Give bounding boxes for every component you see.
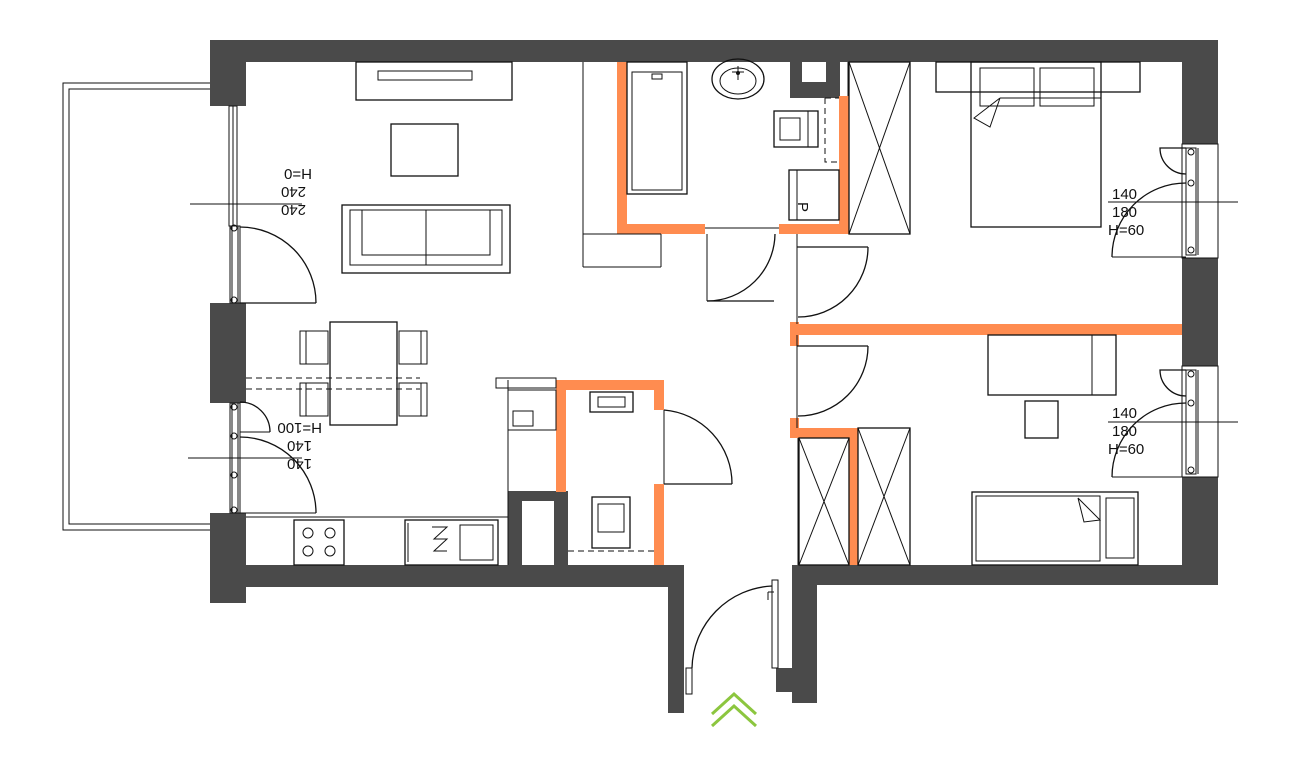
partition-closet-divider xyxy=(849,428,858,565)
partition-walls xyxy=(556,62,1182,565)
window-label-bedroom-1-sill: H=60 xyxy=(1108,222,1144,239)
window-label-dining-sill: H=100 xyxy=(277,419,322,436)
sofa xyxy=(341,204,511,274)
window-label-living-height: 240 xyxy=(281,183,306,200)
window-living-top xyxy=(228,105,238,227)
svg-text:P: P xyxy=(794,202,811,212)
window-label-dining-width: 140 xyxy=(287,455,312,472)
wall-bottom-left xyxy=(210,565,684,587)
wall-left-upper xyxy=(210,40,246,106)
partition-bath-bottom-a xyxy=(617,224,705,234)
window-label-bedroom-2-sill: H=60 xyxy=(1108,441,1144,458)
window-label-bedroom-2-height: 180 xyxy=(1112,423,1137,440)
wall-left-lower xyxy=(210,513,246,603)
single-bed xyxy=(971,491,1139,566)
wall-left-middle xyxy=(210,303,246,403)
wall-right-top xyxy=(1182,40,1218,144)
window-label-dining-height: 140 xyxy=(287,437,312,454)
partition-wc-left xyxy=(556,380,566,492)
window-label-living-width: 240 xyxy=(281,201,306,218)
window-label-bedroom-2: 140 180 H=60 xyxy=(1108,405,1144,458)
balcony-door-living xyxy=(190,203,317,304)
window-label-bedroom-1: 140 180 H=60 xyxy=(1108,186,1144,239)
partition-bath-left xyxy=(617,62,627,234)
partition-bedrooms-end xyxy=(790,322,799,346)
partition-bath-right xyxy=(839,96,849,234)
window-bedroom-2 xyxy=(1108,365,1238,478)
window-label-bedroom-2-width: 140 xyxy=(1112,405,1137,422)
wall-right-bottom xyxy=(1182,477,1218,585)
bedroom-2-door xyxy=(797,345,869,417)
wc-room xyxy=(568,391,733,552)
double-bed xyxy=(935,61,1141,228)
tv-cabinet xyxy=(355,61,513,101)
bathroom: P xyxy=(582,58,840,268)
wall-bottom-right xyxy=(792,565,1218,585)
dining-window-area xyxy=(188,401,317,514)
partition-wc-top xyxy=(556,380,664,390)
partition-closet-left-stub xyxy=(790,418,799,438)
kitchen-counter xyxy=(246,377,557,565)
window-bedroom-1 xyxy=(1108,143,1238,259)
coffee-table xyxy=(390,123,459,177)
kitchen-sink xyxy=(404,519,499,566)
window-label-bedroom-1-height: 180 xyxy=(1112,204,1137,221)
partition-closet-top xyxy=(790,428,858,438)
exterior-walls xyxy=(210,40,1218,713)
bedroom-1-door xyxy=(797,246,869,318)
window-label-living: 240 240 H=0 xyxy=(281,165,312,218)
wall-entry-left xyxy=(668,565,684,713)
desk xyxy=(987,334,1117,439)
window-label-bedroom-1-width: 140 xyxy=(1112,186,1137,203)
partition-bath-bottom-b xyxy=(779,224,849,234)
balcony xyxy=(62,82,213,531)
partition-wc-right-lower xyxy=(654,484,664,565)
window-label-dining: 140 140 H=100 xyxy=(277,419,322,472)
entrance-door xyxy=(685,579,779,695)
wall-top xyxy=(210,40,1218,62)
wall-right-middle xyxy=(1182,258,1218,366)
shaft xyxy=(848,61,911,235)
bathroom-door xyxy=(706,233,776,302)
window-label-living-sill: H=0 xyxy=(284,165,312,182)
entrance-arrow-icon xyxy=(710,691,758,728)
wardrobe xyxy=(798,427,911,566)
dining-table xyxy=(299,321,428,426)
partition-bedrooms xyxy=(790,324,1182,335)
wall-entry-jamb-right xyxy=(776,668,806,692)
cooktop xyxy=(293,519,345,566)
partition-wc-right-upper xyxy=(654,380,664,410)
